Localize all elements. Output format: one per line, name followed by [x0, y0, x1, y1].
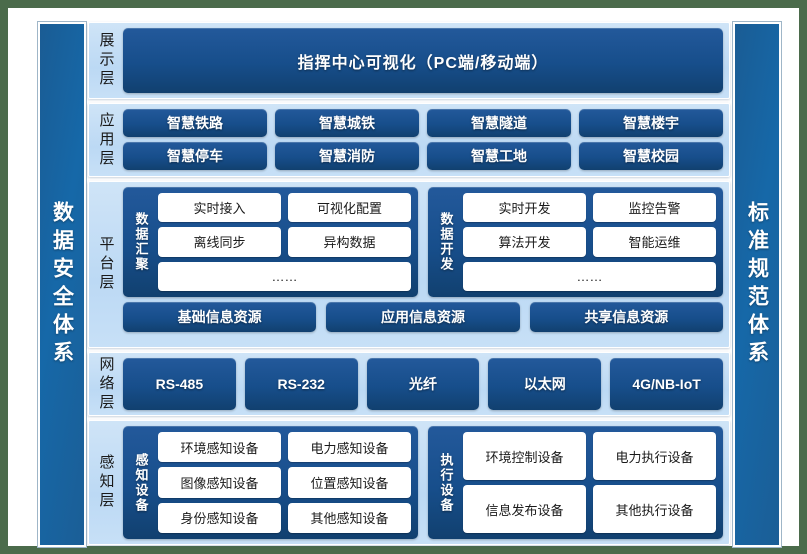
network-item-rs485[interactable]: RS-485	[123, 358, 236, 410]
sidebar-data-security: 数据安全体系	[38, 22, 86, 547]
actuator-item-info-publishing[interactable]: 信息发布设备	[463, 485, 586, 533]
app-item-smart-railway[interactable]: 智慧铁路	[123, 109, 267, 137]
plat-item-intelligent-ops[interactable]: 智能运维	[593, 227, 716, 257]
perception-group-actuator-devices: 执行设备 环境控制设备 电力执行设备 信息发布设备 其他执行设备	[428, 426, 723, 539]
application-row-2: 智慧停车 智慧消防 智慧工地 智慧校园	[123, 142, 723, 170]
network-items: RS-485 RS-232 光纤 以太网 4G/NB-IoT	[123, 358, 723, 410]
sense-item-power[interactable]: 电力感知设备	[288, 432, 411, 463]
resource-basic-info[interactable]: 基础信息资源	[123, 302, 317, 332]
resource-shared-info[interactable]: 共享信息资源	[529, 302, 723, 332]
layer-network-label: 网络层	[97, 355, 115, 413]
resource-application-info[interactable]: 应用信息资源	[326, 302, 520, 332]
network-item-rs232[interactable]: RS-232	[244, 358, 358, 410]
platform-groups: 数据汇聚 实时接入 可视化配置 离线同步 异构数据 ……	[123, 187, 723, 297]
app-item-smart-building[interactable]: 智慧楼宇	[579, 109, 723, 137]
plat-item-realtime-access[interactable]: 实时接入	[158, 193, 281, 223]
diagram-canvas: 数据安全体系 标准规范体系 展示层 指挥中心可视化（PC端/移动端） 应用层 智…	[8, 8, 799, 547]
actuator-item-environment-control[interactable]: 环境控制设备	[463, 432, 586, 480]
layer-application-label: 应用层	[97, 111, 115, 169]
plat-item-more-development[interactable]: ……	[463, 261, 716, 291]
plat-item-algorithm-development[interactable]: 算法开发	[463, 227, 586, 257]
perception-group-2-title: 执行设备	[438, 452, 454, 513]
layer-perception-label: 感知层	[97, 454, 115, 511]
plat-item-visual-config[interactable]: 可视化配置	[288, 193, 411, 223]
platform-group-data-aggregation: 数据汇聚 实时接入 可视化配置 离线同步 异构数据 ……	[123, 187, 418, 297]
actuator-item-power-execution[interactable]: 电力执行设备	[593, 432, 716, 480]
app-item-smart-firefighting[interactable]: 智慧消防	[275, 142, 419, 170]
plat-item-more-aggregation[interactable]: ……	[158, 261, 411, 291]
plat-item-heterogeneous-data[interactable]: 异构数据	[288, 227, 411, 257]
sense-item-identity[interactable]: 身份感知设备	[158, 502, 281, 533]
actuator-item-other[interactable]: 其他执行设备	[593, 485, 716, 533]
app-item-smart-construction[interactable]: 智慧工地	[427, 142, 571, 170]
platform-resource-row: 基础信息资源 应用信息资源 共享信息资源	[123, 302, 723, 332]
plat-item-realtime-development[interactable]: 实时开发	[463, 193, 586, 223]
network-item-4g-nbiot[interactable]: 4G/NB-IoT	[610, 358, 723, 410]
sense-item-environment[interactable]: 环境感知设备	[158, 432, 281, 463]
app-item-smart-parking[interactable]: 智慧停车	[123, 142, 267, 170]
sense-item-image[interactable]: 图像感知设备	[158, 467, 281, 498]
layer-display: 展示层 指挥中心可视化（PC端/移动端）	[88, 22, 730, 99]
layer-platform-label: 平台层	[97, 236, 115, 293]
plat-item-offline-sync[interactable]: 离线同步	[158, 227, 281, 257]
sense-item-position[interactable]: 位置感知设备	[288, 467, 411, 498]
sidebar-standards: 标准规范体系	[733, 22, 781, 547]
platform-group-1-title: 数据汇聚	[133, 212, 149, 272]
perception-group-sensing-devices: 感知设备 环境感知设备 电力感知设备 图像感知设备 位置感知设备 身份感知设备	[123, 426, 418, 539]
display-banner[interactable]: 指挥中心可视化（PC端/移动端）	[123, 28, 723, 93]
app-item-smart-campus[interactable]: 智慧校园	[579, 142, 723, 170]
app-item-smart-metro[interactable]: 智慧城铁	[275, 109, 419, 137]
app-item-smart-tunnel[interactable]: 智慧隧道	[427, 109, 571, 137]
platform-group-data-development: 数据开发 实时开发 监控告警 算法开发 智能运维 ……	[428, 187, 723, 297]
sidebar-right-label: 标准规范体系	[745, 200, 769, 369]
platform-group-2-title: 数据开发	[438, 212, 454, 272]
layer-platform: 平台层 数据汇聚 实时接入 可视化配置 离线同步 异构数据	[88, 181, 730, 348]
perception-group-1-title: 感知设备	[133, 452, 149, 513]
layer-application: 应用层 智慧铁路 智慧城铁 智慧隧道 智慧楼宇 智慧停车 智慧消防 智慧工地 智…	[88, 103, 730, 177]
sense-item-other[interactable]: 其他感知设备	[288, 502, 411, 533]
perception-groups: 感知设备 环境感知设备 电力感知设备 图像感知设备 位置感知设备 身份感知设备	[123, 426, 723, 539]
plat-item-monitoring-alarm[interactable]: 监控告警	[593, 193, 716, 223]
network-item-fiber[interactable]: 光纤	[366, 358, 480, 410]
network-item-ethernet[interactable]: 以太网	[488, 358, 602, 410]
application-row-1: 智慧铁路 智慧城铁 智慧隧道 智慧楼宇	[123, 109, 723, 137]
layer-perception: 感知层 感知设备 环境感知设备 电力感知设备 图像感知设备 位置感知设备	[88, 420, 730, 545]
layer-display-label: 展示层	[97, 32, 115, 89]
sidebar-left-label: 数据安全体系	[50, 200, 74, 369]
layer-network: 网络层 RS-485 RS-232 光纤 以太网 4G/NB-IoT	[88, 352, 730, 416]
